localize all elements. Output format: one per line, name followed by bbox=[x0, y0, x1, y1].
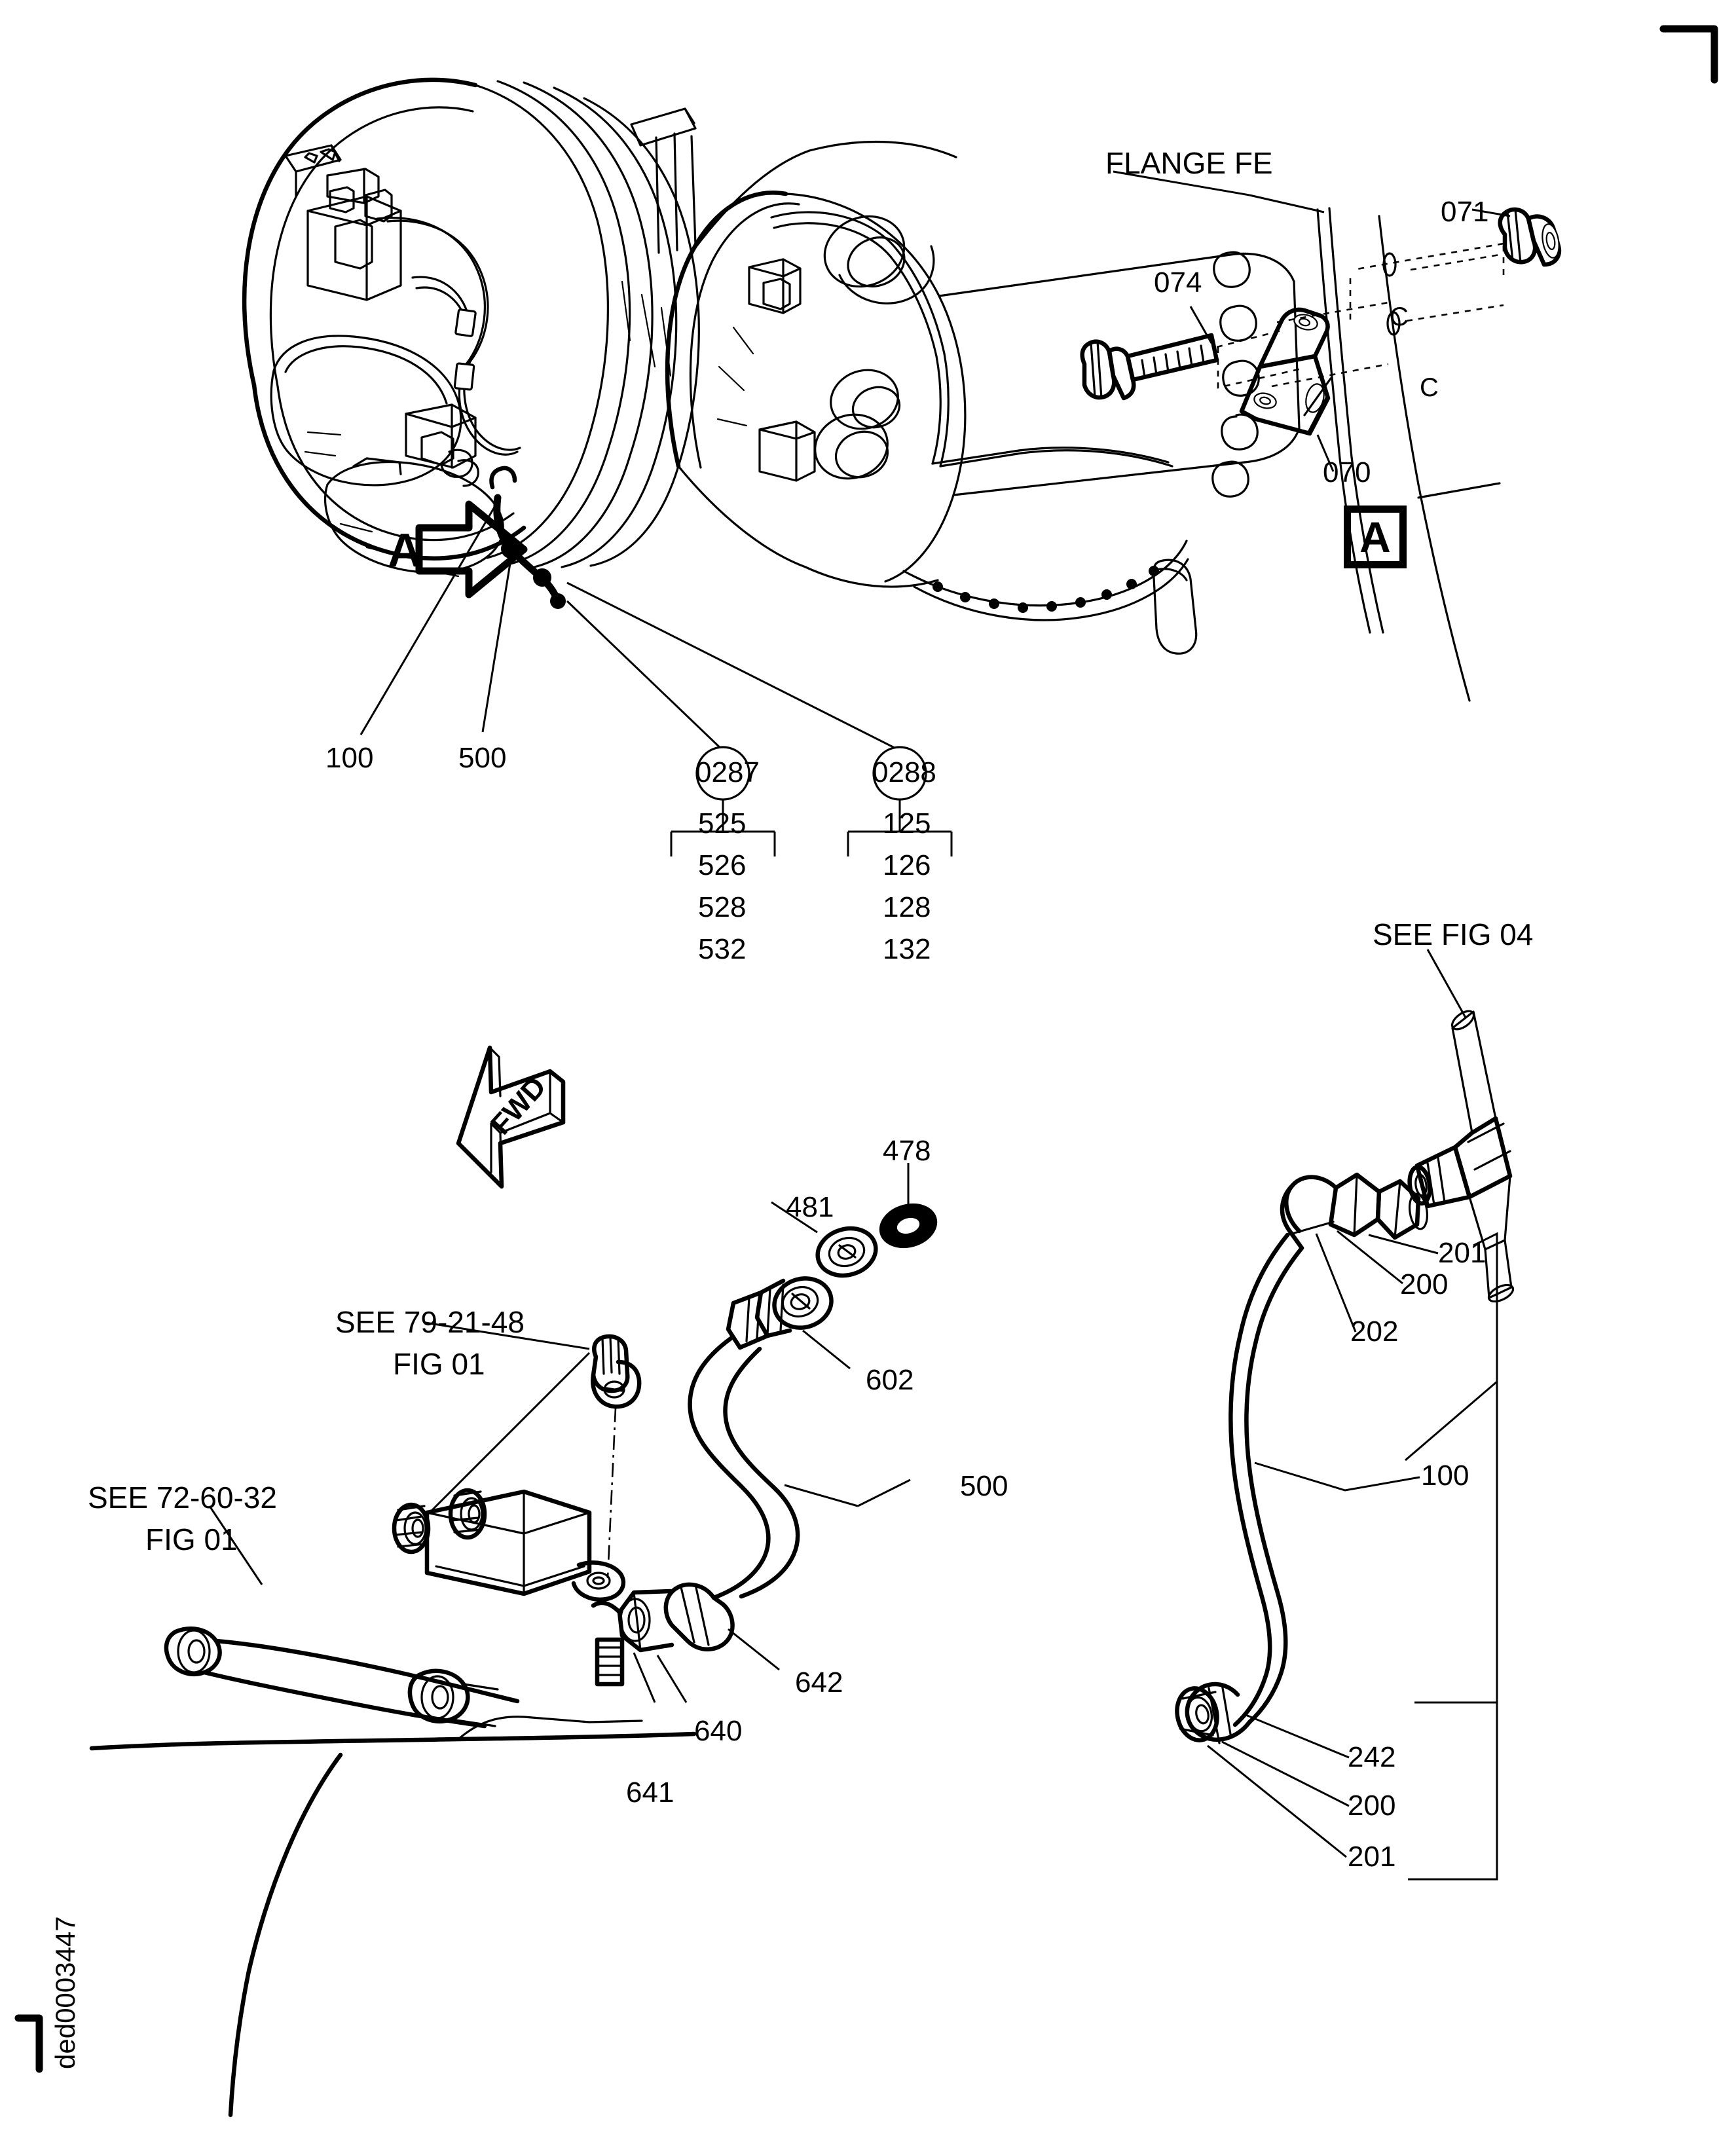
engine-assembly-drawing bbox=[242, 77, 1301, 856]
fig04-component bbox=[1407, 949, 1515, 1303]
bracket-070 bbox=[1239, 307, 1335, 472]
variant-0287-2: 526 bbox=[698, 849, 747, 881]
linkage-arm bbox=[164, 1505, 520, 1729]
engine-callout-leaders bbox=[360, 501, 900, 752]
part-label-602: 602 bbox=[866, 1364, 914, 1396]
document-id-text: ded0003447 bbox=[50, 1916, 81, 2069]
part-label-071: 071 bbox=[1441, 196, 1489, 228]
tube-lower-elbow bbox=[1175, 1382, 1498, 1881]
part-label-481: 481 bbox=[786, 1191, 834, 1223]
tube-assembly-drawing bbox=[1175, 949, 1515, 1881]
part-label-201-lower: 201 bbox=[1348, 1841, 1396, 1873]
part-500-hose bbox=[688, 1336, 911, 1600]
upper-bolt bbox=[425, 1321, 642, 1511]
variant-0288-2: 126 bbox=[883, 849, 931, 881]
detail-a-drawing bbox=[1080, 170, 1562, 702]
section-arrow-a bbox=[415, 500, 528, 598]
corner-registration-mark bbox=[1659, 25, 1718, 84]
bolt-threads bbox=[1141, 344, 1205, 378]
part-label-070: 070 bbox=[1323, 456, 1371, 488]
reference-79-21-48-line2: FIG 01 bbox=[393, 1347, 485, 1381]
balloon-label-0288: 0288 bbox=[872, 756, 936, 788]
part-label-200-lower: 200 bbox=[1348, 1790, 1396, 1822]
balloon-0287 bbox=[670, 746, 776, 856]
duct-perforations bbox=[933, 566, 1159, 613]
part-481-washer bbox=[771, 1201, 878, 1278]
reference-72-60-32-line1: SEE 72-60-32 bbox=[88, 1481, 277, 1515]
manifold-ports bbox=[392, 1488, 487, 1555]
part-478-seal bbox=[879, 1163, 938, 1249]
part-label-242: 242 bbox=[1348, 1741, 1396, 1773]
section-arrow-letter-a: A bbox=[388, 524, 422, 577]
part-label-478: 478 bbox=[883, 1135, 931, 1167]
part-100-tube bbox=[1228, 1232, 1420, 1727]
engine-callout-500: 500 bbox=[458, 742, 507, 774]
part-640-642-fittings bbox=[591, 1582, 780, 1703]
section-mark-c-lower: C bbox=[1420, 373, 1439, 402]
hose-assembly-drawing bbox=[89, 1163, 938, 2118]
part-label-202-upper: 202 bbox=[1350, 1315, 1399, 1348]
bolt-074 bbox=[1080, 306, 1284, 401]
flange-holes bbox=[1382, 252, 1401, 336]
part-label-201-upper: 201 bbox=[1438, 1237, 1487, 1269]
reference-79-21-48-line1: SEE 79-21-48 bbox=[335, 1305, 525, 1339]
variant-0288-1: 125 bbox=[883, 807, 931, 839]
flange-fe-label: FLANGE FE bbox=[1105, 146, 1273, 180]
part-label-500-hose: 500 bbox=[960, 1470, 1008, 1502]
part-label-641: 641 bbox=[626, 1776, 674, 1809]
variant-0287-3: 528 bbox=[698, 891, 747, 923]
part-label-642: 642 bbox=[795, 1666, 843, 1699]
fwd-orientation-arrow bbox=[456, 1045, 566, 1189]
variant-0287-1: 525 bbox=[698, 807, 747, 839]
part-label-200-upper: 200 bbox=[1400, 1268, 1449, 1300]
section-a-target-fittings bbox=[489, 466, 566, 609]
part-label-074: 074 bbox=[1154, 267, 1202, 299]
variant-0287-4: 532 bbox=[698, 933, 747, 965]
part-label-100-tube: 100 bbox=[1421, 1460, 1469, 1492]
part-602-fitting bbox=[726, 1276, 851, 1370]
section-mark-c-upper: C bbox=[1390, 303, 1409, 331]
tube-upper-elbow bbox=[1280, 1172, 1498, 1462]
balloon-label-0287: 0287 bbox=[695, 756, 760, 788]
detail-key-a-box: A bbox=[1344, 506, 1407, 568]
reference-72-60-32-line2: FIG 01 bbox=[145, 1522, 238, 1556]
reference-see-fig-04: SEE FIG 04 bbox=[1373, 917, 1534, 951]
nut-071 bbox=[1352, 207, 1562, 271]
balloon-0288 bbox=[847, 746, 953, 856]
variant-0288-4: 132 bbox=[883, 933, 931, 965]
part-label-640: 640 bbox=[694, 1715, 743, 1747]
manifold-block bbox=[392, 1488, 626, 1602]
doc-id-corner-mark bbox=[14, 2014, 43, 2073]
nozzle-scallops bbox=[1211, 251, 1260, 498]
lower-screw bbox=[595, 1637, 625, 1687]
variant-0288-3: 128 bbox=[883, 891, 931, 923]
engine-callout-100: 100 bbox=[325, 742, 374, 774]
